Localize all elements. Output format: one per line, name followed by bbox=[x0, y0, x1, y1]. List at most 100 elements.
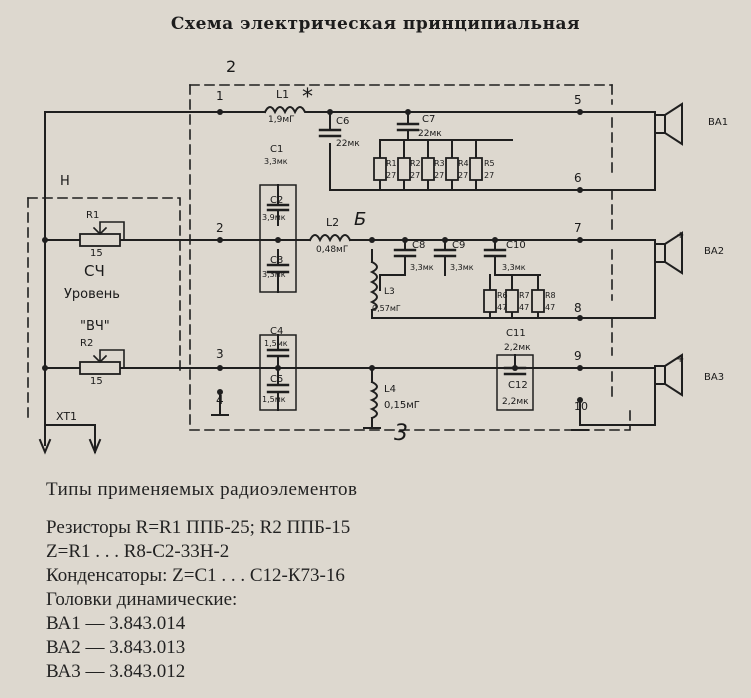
circuit-diagram: 2 3 Н Б * 1 2 3 4 5 6 7 8 9 10 L1 1,9мГ … bbox=[27, 57, 728, 455]
xt1-connector-icon bbox=[38, 424, 102, 455]
notes-ba1: ВА1 — 3.843.014 bbox=[46, 613, 186, 634]
xt1-label: XT1 bbox=[56, 410, 77, 423]
c3-value: 3,3мк bbox=[262, 270, 286, 279]
rg1-4-name: R5 bbox=[484, 159, 495, 168]
node-2: 2 bbox=[216, 221, 224, 235]
rg2-2-value: 47 bbox=[545, 303, 555, 312]
rg1-0-value: 27 bbox=[386, 171, 396, 180]
rg1-2-value: 27 bbox=[434, 171, 444, 180]
c4-name: C4 bbox=[270, 326, 283, 337]
control-sch-label: СЧ bbox=[84, 262, 105, 280]
r1-pot-name: R1 bbox=[86, 210, 99, 221]
diagram-labels: 2 3 Н Б * 1 2 3 4 5 6 7 8 9 10 L1 1,9мГ … bbox=[56, 57, 728, 446]
node-9: 9 bbox=[574, 349, 582, 363]
c7-value: 22мк bbox=[418, 129, 442, 139]
notes-resistors: Резисторы R=R1 ППБ-25; R2 ППБ-15 bbox=[46, 517, 351, 538]
page-title: Схема электрическая принципиальная bbox=[170, 14, 581, 34]
rg1-2-name: R3 bbox=[434, 159, 445, 168]
c1-name: C1 bbox=[270, 144, 283, 155]
c8-name: C8 bbox=[412, 240, 425, 251]
speaker-ba3-label: ВА3 bbox=[704, 372, 724, 383]
junctions bbox=[42, 109, 583, 403]
c12-value: 2,2мк bbox=[502, 397, 529, 407]
speaker-ba1-icon bbox=[654, 102, 683, 146]
node-6: 6 bbox=[574, 171, 582, 185]
l3-name: L3 bbox=[384, 287, 395, 297]
block-H-border bbox=[27, 197, 181, 421]
c8-value: 3,3мк bbox=[410, 263, 434, 272]
r1-wiper bbox=[92, 221, 125, 241]
node-7: 7 bbox=[574, 221, 582, 235]
c12-name: C12 bbox=[508, 380, 528, 391]
r2-pot-name: R2 bbox=[80, 338, 93, 349]
block-label-B: Б bbox=[354, 209, 366, 230]
node-3: 3 bbox=[216, 347, 224, 361]
notes-z-resistors: Z=R1 . . . R8-С2-33Н-2 bbox=[46, 541, 230, 562]
rg2-0-name: R6 bbox=[497, 291, 508, 300]
component-notes: Типы применяемых радиоэлементов Резистор… bbox=[46, 478, 358, 684]
l2-name: L2 bbox=[326, 216, 339, 229]
node-5: 5 bbox=[574, 93, 582, 107]
l2-value: 0,48мГ bbox=[316, 245, 348, 255]
inductors bbox=[263, 106, 378, 420]
speaker-ba2-polarity: + bbox=[676, 230, 684, 241]
c6-value: 22мк bbox=[336, 139, 360, 149]
c2-name: C2 bbox=[270, 195, 283, 206]
c1-value: 3,3мк bbox=[264, 157, 288, 166]
c5-name: C5 bbox=[270, 374, 283, 385]
r2-pot-value: 15 bbox=[90, 376, 103, 387]
node-8: 8 bbox=[574, 301, 582, 315]
rg2-0-value: 47 bbox=[497, 303, 507, 312]
l1-star-mark: * bbox=[302, 85, 313, 110]
speaker-ba2-label: ВА2 bbox=[704, 246, 724, 257]
speaker-ba3-icon bbox=[654, 353, 683, 397]
c11-value: 2,2мк bbox=[504, 343, 531, 353]
c11-name: C11 bbox=[506, 328, 526, 339]
l4-name: L4 bbox=[384, 384, 396, 395]
block-2-border bbox=[189, 84, 631, 431]
c3-name: C3 bbox=[270, 255, 283, 266]
rg2-2-name: R8 bbox=[545, 291, 556, 300]
speaker-ba1-label: ВА1 bbox=[708, 117, 728, 128]
l4-value: 0,15мГ bbox=[384, 400, 420, 411]
rg1-1-value: 27 bbox=[410, 171, 420, 180]
block-label-2: 2 bbox=[226, 57, 236, 76]
l3-value: 0,57мГ bbox=[372, 304, 401, 313]
resistors bbox=[79, 157, 545, 375]
rg2-1-value: 47 bbox=[519, 303, 529, 312]
r1-pot-value: 15 bbox=[90, 248, 103, 259]
rg1-3-value: 27 bbox=[458, 171, 468, 180]
rg1-4-value: 27 bbox=[484, 171, 494, 180]
capacitors bbox=[266, 122, 527, 394]
notes-capacitors: Конденсаторы: Z=С1 . . . С12-К73-16 bbox=[46, 565, 345, 586]
c10-value: 3,3мк bbox=[502, 263, 526, 272]
rg1-0-name: R1 bbox=[386, 159, 397, 168]
c2-value: 3,9мк bbox=[262, 213, 286, 222]
rg2-1-name: R7 bbox=[519, 291, 530, 300]
notes-heading: Типы применяемых радиоэлементов bbox=[46, 479, 358, 500]
rg1-3-name: R4 bbox=[458, 159, 469, 168]
notes-ba3: ВА3 — 3.843.012 bbox=[46, 661, 186, 682]
node-4: 4 bbox=[216, 393, 224, 407]
notes-speakers-heading: Головки динамические: bbox=[46, 589, 238, 610]
c6-name: C6 bbox=[336, 116, 349, 127]
r2-wiper bbox=[92, 349, 125, 369]
notes-ba2: ВА2 — 3.843.013 bbox=[46, 637, 186, 658]
control-vch-label: "ВЧ" bbox=[80, 319, 110, 334]
c9-name: C9 bbox=[452, 240, 465, 251]
c5-value: 1,5мк bbox=[262, 395, 286, 404]
c4-value: 1,5мк bbox=[264, 339, 288, 348]
node-1: 1 bbox=[216, 89, 224, 103]
control-level-label: Уровень bbox=[64, 287, 120, 302]
c10-name: C10 bbox=[506, 240, 526, 251]
l1-name: L1 bbox=[276, 88, 289, 101]
c9-value: 3,3мк bbox=[450, 263, 474, 272]
c7-name: C7 bbox=[422, 114, 435, 125]
rg1-1-name: R2 bbox=[410, 159, 421, 168]
l1-value: 1,9мГ bbox=[268, 115, 295, 125]
block-label-3: 3 bbox=[394, 421, 408, 446]
node-10: 10 bbox=[574, 400, 588, 413]
speaker-ba3-polarity: + bbox=[676, 354, 684, 365]
speaker-ba2-icon bbox=[654, 231, 683, 275]
